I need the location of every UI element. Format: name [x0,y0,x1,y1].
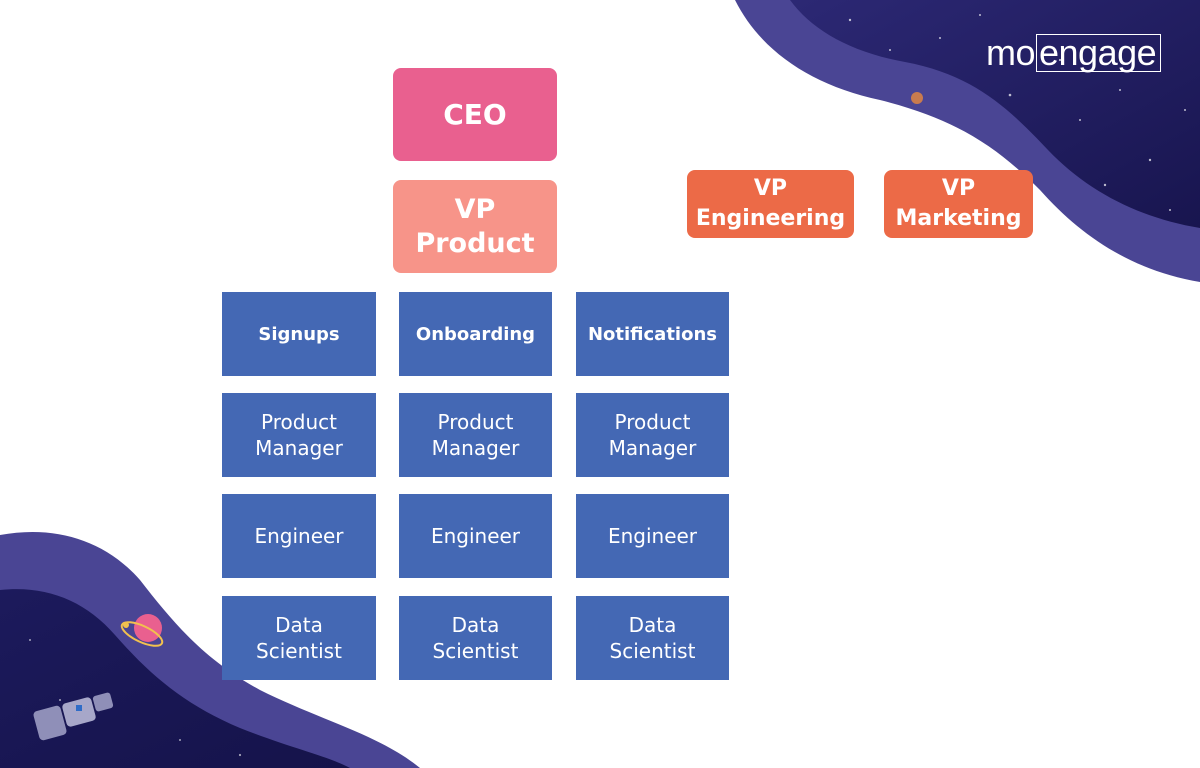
orbit-planet-icon [120,614,164,647]
vp-product-node: VP Product [393,180,557,273]
onboarding-data-scientist: Data Scientist [399,596,552,680]
signups-engineer: Engineer [222,494,376,578]
ceo-node: CEO [393,68,557,161]
team-notifications: Notifications [576,292,729,376]
vp-marketing-node: VP Marketing [884,170,1033,238]
notifications-product-manager: Product Manager [576,393,729,477]
planet-icon [911,92,923,104]
team-signups: Signups [222,292,376,376]
satellite-icon [33,692,114,741]
notifications-engineer: Engineer [576,494,729,578]
logo-text-left: mo [986,32,1036,73]
team-onboarding: Onboarding [399,292,552,376]
notifications-data-scientist: Data Scientist [576,596,729,680]
onboarding-product-manager: Product Manager [399,393,552,477]
bottom-left-blob-core [0,589,350,768]
signups-product-manager: Product Manager [222,393,376,477]
logo-text-boxed: engage [1036,34,1162,72]
vp-engineering-node: VP Engineering [687,170,854,238]
top-right-blob-core [790,0,1200,228]
onboarding-engineer: Engineer [399,494,552,578]
signups-data-scientist: Data Scientist [222,596,376,680]
